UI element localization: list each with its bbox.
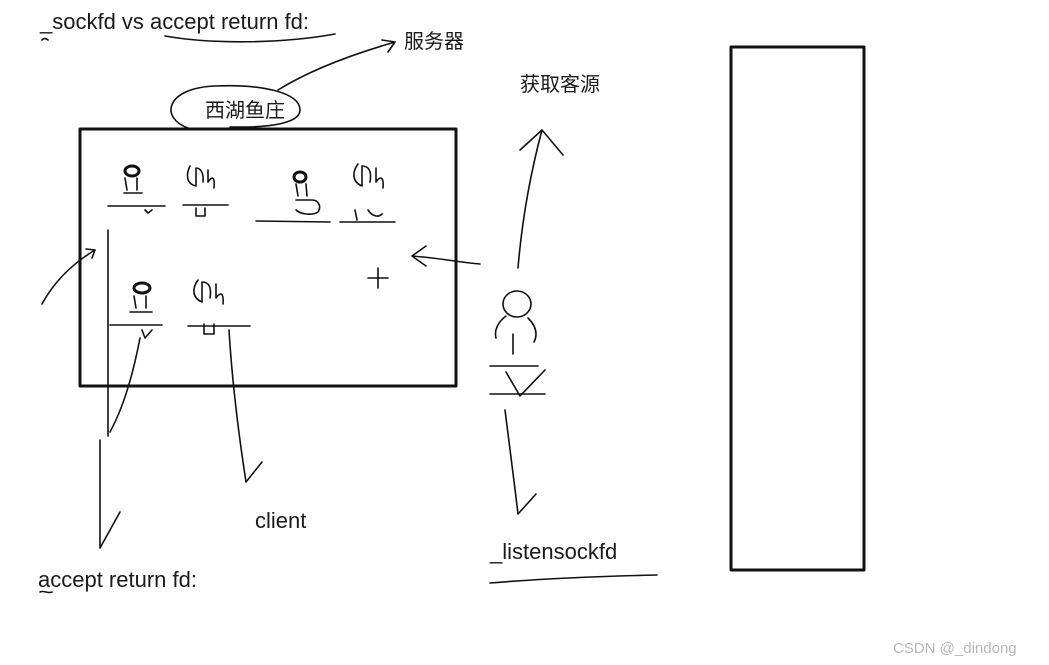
table-group-1 <box>107 164 229 217</box>
table-group-3 <box>109 279 251 339</box>
accept-fd-underline <box>39 590 53 594</box>
listener-head <box>502 290 532 318</box>
listen-fd-label: _listensockfd <box>490 539 618 564</box>
title-label: _sockfd vs accept return fd: <box>40 9 310 34</box>
waiter-head-3 <box>132 281 152 295</box>
accept-fd-line <box>99 229 121 549</box>
restaurant-box <box>78 127 458 388</box>
listener-to-box-arrow <box>411 245 481 267</box>
waiter-head-2 <box>292 170 308 184</box>
get-customers-label: 获取客源 <box>520 74 600 96</box>
restaurant-label: 西湖鱼庄 <box>205 100 285 122</box>
incoming-arrow <box>41 248 96 305</box>
get-customers-arrow <box>517 129 564 269</box>
table-group-2 <box>255 163 396 223</box>
right-rectangle <box>729 45 866 572</box>
listen-fd-underline <box>489 574 658 584</box>
title-underline <box>41 33 336 43</box>
listen-fd-line <box>504 409 537 515</box>
server-arrow <box>277 39 396 91</box>
listener-person <box>489 290 546 397</box>
watermark: CSDN @_dindong <box>893 640 1017 657</box>
restaurant-circle <box>170 84 301 129</box>
accept-fd-label: accept return fd: <box>38 567 197 592</box>
client-label: client <box>255 508 307 533</box>
chair-2a <box>353 163 384 189</box>
waiter-head-1 <box>123 164 141 178</box>
chair-3a <box>193 279 224 305</box>
crosshair-icon <box>367 267 389 289</box>
chair-1a <box>186 165 215 189</box>
server-label: 服务器 <box>404 31 464 53</box>
client-arrow <box>228 329 263 483</box>
